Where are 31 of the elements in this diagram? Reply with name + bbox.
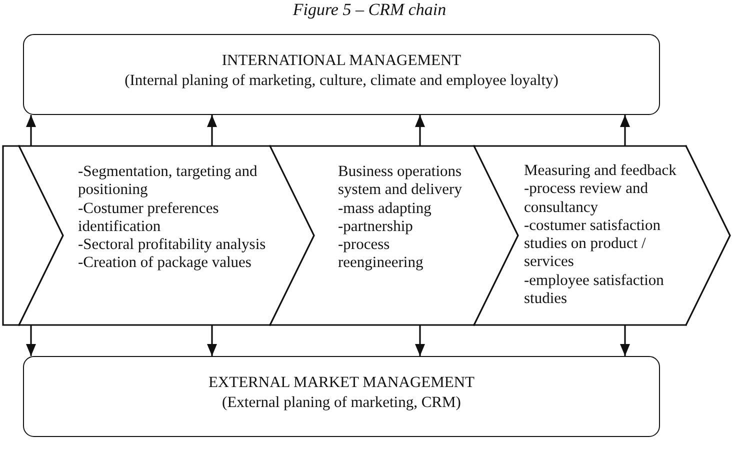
chevron-step <box>269 145 475 326</box>
arrow <box>207 115 217 146</box>
chevron-step <box>18 145 271 326</box>
step-text: -Costumer preferences identification <box>78 200 220 236</box>
step-text: -employee satisfaction studies <box>524 272 665 308</box>
arrow <box>620 115 630 146</box>
box-subtitle: (Internal planing of marketing, culture, climate and employee loyalty) <box>124 71 560 91</box>
step-text: -mass adapting <box>338 200 432 218</box>
step-text: -process review and consultancy <box>524 180 649 217</box>
box-heading: EXTERNAL MARKET MANAGEMENT <box>207 373 476 393</box>
band-end-shape <box>2 145 20 326</box>
rounded-box <box>23 34 660 115</box>
rounded-box <box>23 356 660 437</box>
arrow <box>415 325 425 356</box>
step-text: Business operations system and delivery <box>338 163 463 200</box>
step-text: -process reengineering <box>338 236 424 273</box>
arrow <box>26 325 36 356</box>
chevron-step <box>473 145 731 326</box>
step-text: Measuring and feedback <box>524 162 678 180</box>
box-heading: INTERNATIONAL MANAGEMENT <box>220 51 462 71</box>
step-text: -costumer satisfaction studies on product / services <box>524 216 662 272</box>
step-text: -Segmentation, targeting and positioning <box>78 163 258 200</box>
arrow <box>415 115 425 146</box>
arrow <box>207 325 217 356</box>
step-text: -Creation of package values <box>78 254 252 273</box>
figure-title: Figure 5 – CRM chain <box>292 0 446 20</box>
step-text: -partnership <box>338 218 414 236</box>
step-text: -Sectoral profitability analysis <box>78 236 267 254</box>
arrow <box>26 115 36 146</box>
arrow <box>620 325 630 356</box>
box-subtitle: (External planing of marketing, CRM) <box>221 393 462 413</box>
